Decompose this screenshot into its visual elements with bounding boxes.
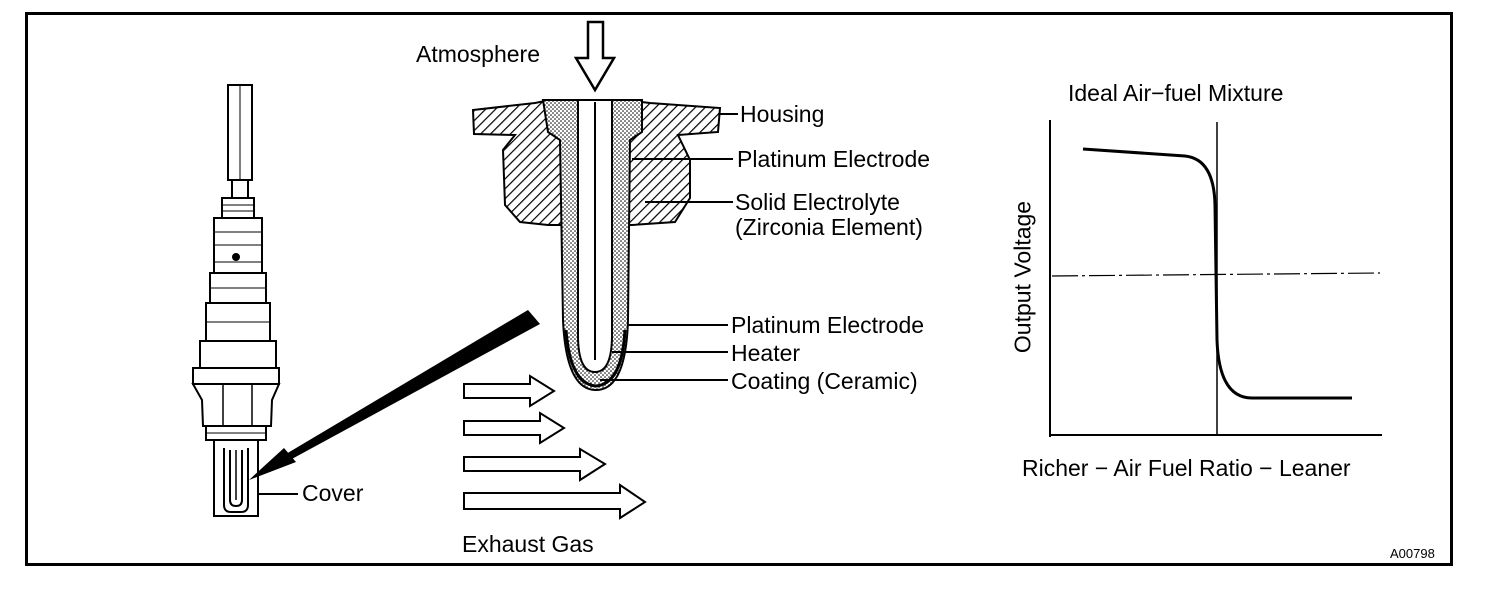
exhaust-gas-arrows <box>463 374 647 520</box>
label-cover: Cover <box>302 480 364 506</box>
sensor-collar <box>192 367 280 385</box>
voltage-graph <box>1049 120 1382 437</box>
label-exhaust-gas: Exhaust Gas <box>462 531 594 557</box>
cutaway-pointer-arrow <box>249 310 540 480</box>
sensor-grommet <box>221 197 255 219</box>
label-housing: Housing <box>740 101 825 127</box>
sensor-wire-connector <box>231 179 249 199</box>
graph-title: Ideal Air−fuel Mixture <box>1068 80 1284 106</box>
label-solid-electrolyte: Solid Electrolyte <box>735 189 900 215</box>
sensor-flange <box>199 340 277 369</box>
graph-y-axis-label: Output Voltage <box>1009 200 1036 354</box>
leader-lines <box>258 113 738 495</box>
label-zirconia-element: (Zirconia Element) <box>735 214 923 240</box>
sensor-hex-nut <box>191 383 281 427</box>
sensor-cross-section <box>471 99 722 392</box>
voltage-curve <box>1082 147 1352 400</box>
graph-x-axis-label: Richer − Air Fuel Ratio − Leaner <box>1022 455 1351 481</box>
label-platinum-electrode-bottom: Platinum Electrode <box>731 312 925 338</box>
label-heater: Heater <box>731 340 801 366</box>
oxygen-sensor <box>191 84 281 517</box>
figure-reference-code: A00798 <box>1390 546 1435 561</box>
label-atmosphere: Atmosphere <box>416 41 541 67</box>
coating-layer <box>564 329 627 388</box>
label-platinum-electrode-top: Platinum Electrode <box>737 146 931 172</box>
atmosphere-arrow <box>573 20 617 93</box>
figure-border <box>25 12 1453 566</box>
label-coating: Coating (Ceramic) <box>731 368 918 394</box>
